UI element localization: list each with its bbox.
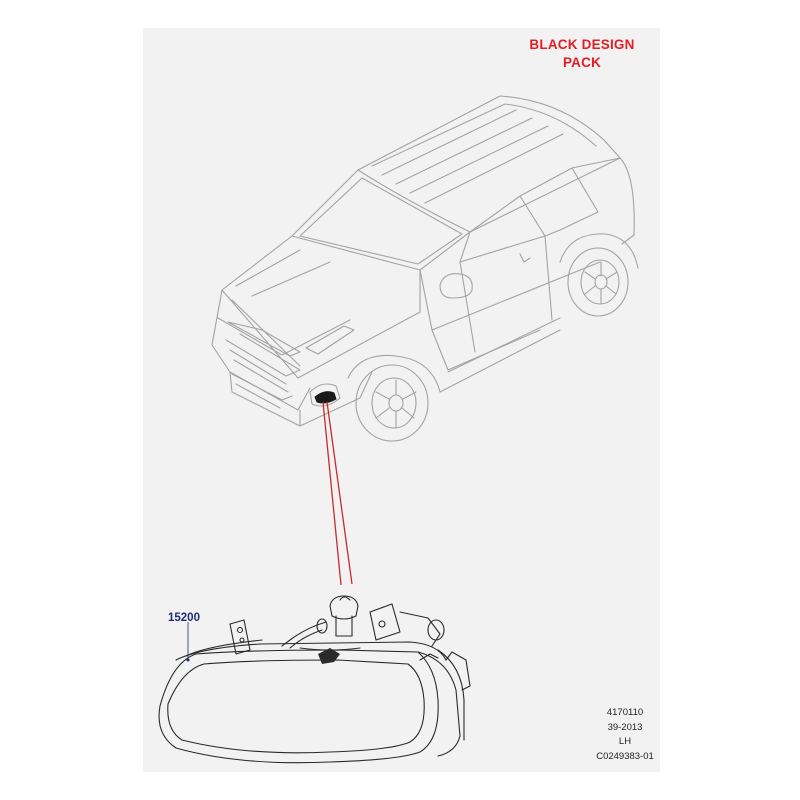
diagram-info-block: 4170110 39-2013 LH C0249383-01 (560, 706, 690, 764)
info-line-4: C0249383-01 (596, 750, 654, 762)
pack-title-line1: BLACK DESIGN (529, 37, 635, 52)
leader-lines (322, 401, 353, 586)
fog-lamp-illustration (158, 595, 471, 764)
pack-title-line2: PACK (562, 55, 602, 70)
info-line-2: 39-2013 (607, 721, 643, 733)
vehicle-illustration (211, 95, 639, 442)
info-line-3: LH (618, 736, 632, 747)
pack-title: BLACK DESIGN PACK (517, 36, 647, 72)
callout-leader-dot (186, 658, 190, 662)
fog-lamp-highlight (314, 391, 337, 404)
info-line-1: 4170110 (606, 707, 644, 718)
part-number-callout[interactable]: 15200 (168, 612, 200, 624)
